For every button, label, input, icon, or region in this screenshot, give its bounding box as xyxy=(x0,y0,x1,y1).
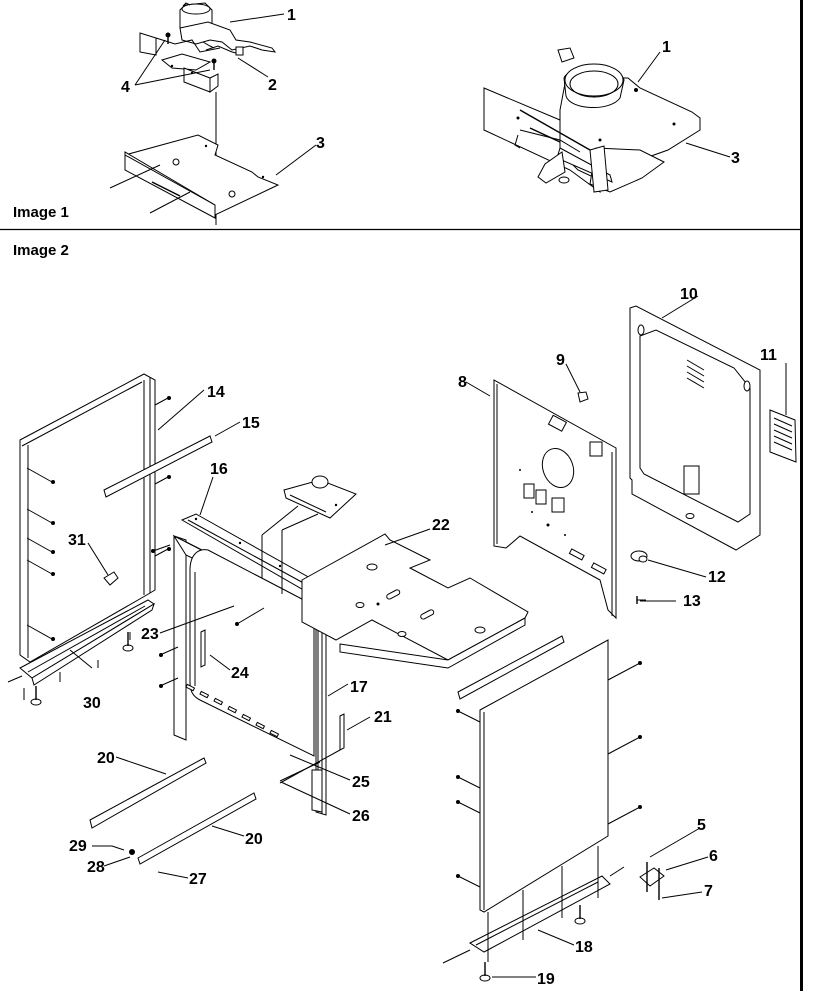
vent-cover xyxy=(769,409,797,463)
callout: 23 xyxy=(141,626,159,643)
callout: 21 xyxy=(374,709,392,726)
callout: 22 xyxy=(432,517,450,534)
callout: 26 xyxy=(352,808,370,825)
callout: 2 xyxy=(268,77,277,94)
callout: 10 xyxy=(680,286,698,303)
callout: 3 xyxy=(731,150,740,167)
vent-slots xyxy=(185,683,280,738)
mounting-bracket-left xyxy=(109,134,280,219)
callout: 9 xyxy=(556,352,565,369)
callout: 24 xyxy=(231,665,249,682)
valve-assembly-small xyxy=(261,475,357,594)
latch-bracket xyxy=(200,629,206,668)
callout: 1 xyxy=(662,39,671,56)
callout: 20 xyxy=(245,831,263,848)
screw-13 xyxy=(636,596,646,604)
callout: 28 xyxy=(87,859,105,876)
section-title-image2: Image 2 xyxy=(13,242,69,259)
callout: 15 xyxy=(242,415,260,432)
right-side-panel xyxy=(456,635,642,913)
callout: 14 xyxy=(207,384,225,401)
callout: 20 xyxy=(97,750,115,767)
callout: 17 xyxy=(350,679,368,696)
base-rail-left xyxy=(7,599,155,706)
callout: 25 xyxy=(352,774,370,791)
callout: 8 xyxy=(458,374,467,391)
base-rail-right xyxy=(442,846,625,982)
callout: 18 xyxy=(575,939,593,956)
anti-tip-bracket xyxy=(639,862,665,900)
callout: 7 xyxy=(704,883,713,900)
callout: 13 xyxy=(683,593,701,610)
callout: 30 xyxy=(83,695,101,712)
kick-rail-lower xyxy=(129,792,257,865)
callout: 31 xyxy=(68,532,86,549)
grommet xyxy=(630,550,648,563)
image1-right-assembly xyxy=(483,47,701,193)
burner-box-bottom xyxy=(301,533,529,669)
callouts-image1: 1 4 2 3 1 3 xyxy=(121,7,740,167)
inner-back-panel xyxy=(493,379,617,620)
kick-rail-upper xyxy=(89,757,207,829)
front-frame xyxy=(151,534,345,816)
callout: 16 xyxy=(210,461,228,478)
callout: 5 xyxy=(697,817,706,834)
callout: 29 xyxy=(69,838,87,855)
image1-left-assembly xyxy=(109,2,280,225)
clip-9 xyxy=(577,391,589,403)
callout: 6 xyxy=(709,848,718,865)
callout: 1 xyxy=(287,7,296,24)
hinge-bracket xyxy=(339,713,345,751)
bracket-31 xyxy=(103,571,119,586)
rear-panel xyxy=(629,305,761,551)
callout: 4 xyxy=(121,79,130,96)
callouts-image2: 10 9 11 8 14 15 16 22 31 23 12 13 24 30 … xyxy=(68,286,777,988)
callout: 27 xyxy=(189,871,207,888)
section-title-image1: Image 1 xyxy=(13,204,69,221)
side-panel-screws xyxy=(26,396,171,641)
callout: 19 xyxy=(537,971,555,988)
left-side-panel xyxy=(19,373,213,663)
leader-lines xyxy=(69,13,787,978)
callout: 11 xyxy=(760,347,777,364)
top-rail xyxy=(103,435,213,498)
callout: 12 xyxy=(708,569,726,586)
callout: 3 xyxy=(316,135,325,152)
